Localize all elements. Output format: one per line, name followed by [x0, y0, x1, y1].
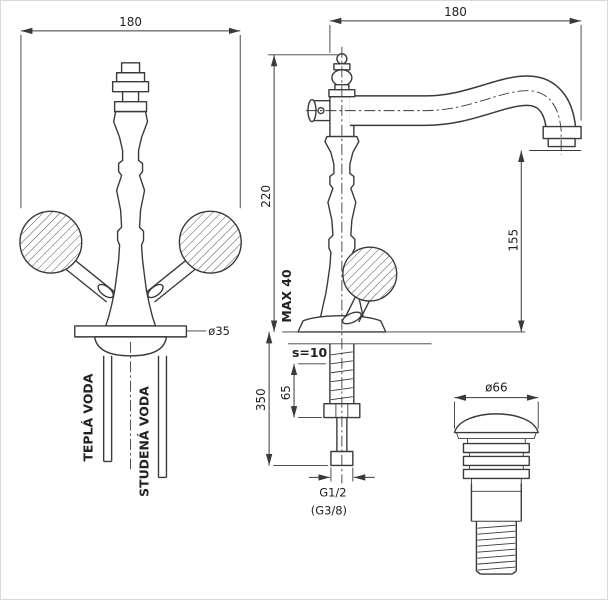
drain-dim-diameter-label: ø66: [485, 381, 508, 395]
side-view: 180 220 155 350 65 MAX 40 s=10: [254, 5, 582, 517]
side-dim-height-label: 220: [259, 185, 273, 208]
front-dim-base-diameter: ø35: [186, 324, 230, 338]
front-dim-width-label: 180: [119, 15, 142, 29]
drain-cap-lip: [456, 432, 537, 439]
side-dim-height: 220: [259, 54, 338, 332]
plate-thickness-label: s=10: [292, 345, 327, 360]
front-hot-handle: [19, 210, 83, 274]
spout-outlet-bead: [547, 137, 576, 148]
thread-size-label: G1/2: [319, 485, 346, 499]
spout-centerline: [305, 90, 562, 155]
spout-outlet-collar: [542, 125, 582, 140]
cold-water-label: STUDENÁ VODA: [137, 386, 152, 497]
side-shank: [329, 343, 355, 404]
drain-thread: [475, 521, 517, 575]
side-handle-stem: [341, 291, 372, 325]
drain-view: ø66: [453, 381, 539, 575]
side-dim-shank-label: 65: [279, 385, 293, 400]
front-cold-handle: [178, 210, 242, 274]
front-dim-width: 180: [20, 15, 241, 209]
max-thickness-label: MAX 40: [279, 269, 294, 323]
front-dim-base-diameter-label: ø35: [208, 324, 230, 338]
side-dim-spout-height-label: 155: [506, 229, 520, 252]
drain-dim-diameter: ø66: [454, 381, 539, 429]
drain-body: [470, 483, 522, 522]
drain-cap: [453, 413, 539, 434]
front-spout-tip: [111, 62, 150, 113]
supply-pipe: [336, 417, 348, 452]
side-dim-width: 180: [329, 5, 582, 121]
thread-size-alt-label: (G3/8): [311, 503, 347, 517]
hot-water-label: TEPLÁ VODA: [81, 373, 96, 461]
front-supply-hoses: [102, 355, 168, 479]
drain-rings: [462, 442, 530, 484]
side-dim-hose-length: 350: [254, 331, 328, 466]
side-dim-shank: 65: [279, 363, 326, 419]
side-dim-width-label: 180: [444, 5, 467, 19]
front-base-flange: [74, 325, 188, 338]
side-dim-hose-length-label: 350: [254, 388, 268, 411]
thread-callout: G1/2 (G3/8): [308, 467, 375, 517]
side-ball-handle: [342, 246, 398, 302]
front-view: 180 ø35: [19, 15, 242, 497]
side-dim-spout-height: 155: [506, 150, 582, 332]
spout-inner: [349, 76, 576, 133]
